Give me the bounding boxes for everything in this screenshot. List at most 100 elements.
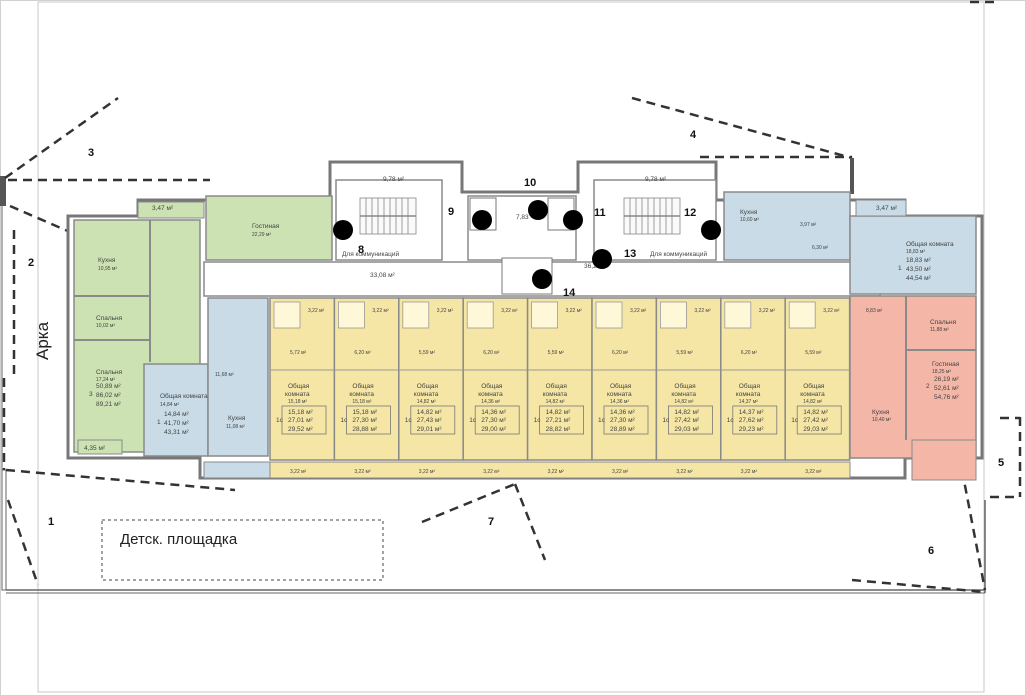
- unit-summary-box: [474, 405, 520, 435]
- green-bed1: Спальня: [96, 315, 123, 322]
- green-kitchen-area: 10,95 м²: [98, 266, 117, 272]
- unit-summary-box: [732, 405, 778, 435]
- unit-room-label: Общая: [288, 382, 310, 390]
- unit-hall: 5,59 м²: [676, 350, 693, 356]
- green-bed2-area: 17,24 м²: [96, 377, 115, 383]
- point-13-marker[interactable]: [592, 249, 612, 269]
- wall-stub: [850, 158, 854, 194]
- apt-blue-right[interactable]: [723, 191, 851, 261]
- unit-balcony-top: 3,22 м²: [694, 308, 711, 314]
- blue-left-rooms: 1: [157, 419, 161, 426]
- stair-right-area: 9,78 м²: [645, 176, 667, 183]
- unit-a3: 29,23 м²: [739, 426, 765, 433]
- site-line: [0, 176, 986, 594]
- comm-right-label: Для коммуникаций: [650, 250, 707, 258]
- point-11-marker[interactable]: [563, 210, 583, 230]
- unit-a1: 14,36 м²: [481, 409, 507, 416]
- stair-left-area: 9,78 м²: [383, 176, 405, 183]
- unit-room-label: Общая: [674, 382, 696, 390]
- zone-3[interactable]: 3: [88, 147, 94, 159]
- unit-room-area: 14,82 м²: [546, 399, 565, 405]
- unit-hall: 6,20 м²: [354, 350, 371, 356]
- unit-balcony-top: 3,22 м²: [308, 308, 325, 314]
- unit-room-area: 15,18 м²: [288, 399, 307, 405]
- unit-summary-box: [410, 405, 456, 435]
- zone-7[interactable]: 7: [488, 516, 494, 528]
- unit-room-label: Общая: [803, 382, 825, 390]
- point-10: 10: [524, 177, 536, 189]
- unit-room-label-2: комната: [543, 391, 568, 398]
- unit-balcony-bottom: 3,22 м²: [676, 469, 693, 475]
- site-boundary: [37, 1, 985, 693]
- zone-2[interactable]: 2: [28, 257, 34, 269]
- green-rooms: 3: [89, 391, 93, 398]
- point-10-marker[interactable]: [528, 200, 548, 220]
- balcony-bl-area: 4,35 м²: [84, 445, 106, 452]
- bathroom: [531, 301, 558, 329]
- zone-4[interactable]: 4: [690, 129, 697, 141]
- unit-a3: 29,03 м²: [803, 426, 829, 433]
- blue-right-room: Общая комната: [906, 240, 954, 248]
- unit-hall: 5,72 м²: [290, 350, 307, 356]
- playground[interactable]: Детск. площадка: [101, 519, 384, 581]
- unit-a1: 14,82 м²: [546, 409, 572, 416]
- apt-red[interactable]: [849, 295, 977, 459]
- unit-balcony-bottom: 3,22 м²: [805, 469, 822, 475]
- bathroom: [273, 301, 301, 329]
- point-14-marker[interactable]: [532, 269, 552, 289]
- unit-summary-box: [281, 405, 327, 435]
- zone-1[interactable]: 1: [48, 516, 54, 528]
- apt-blue-left-kitchen[interactable]: [207, 297, 269, 457]
- unit-room-area: 14,82 м²: [803, 399, 822, 405]
- zone-6[interactable]: 6: [928, 545, 934, 557]
- point-13: 13: [624, 248, 636, 260]
- zone-5[interactable]: 5: [998, 457, 1004, 469]
- unit-hall: 6,20 м²: [741, 350, 758, 356]
- apt-green-living[interactable]: [205, 195, 333, 261]
- unit-room-label-2: комната: [671, 391, 696, 398]
- unit-a1: 14,82 м²: [674, 409, 700, 416]
- unit-rooms: 1с: [791, 417, 799, 424]
- blue-left-a3: 43,31 м²: [164, 429, 190, 436]
- unit-room-label-2: комната: [800, 391, 825, 398]
- unit-room-label: Общая: [481, 382, 503, 390]
- bathroom: [337, 301, 365, 329]
- unit-a1: 14,36 м²: [610, 409, 636, 416]
- bathroom: [724, 301, 752, 329]
- blue-left-hall: 11,68 м²: [215, 372, 234, 378]
- unit-room-area: 14,37 м²: [739, 399, 758, 405]
- unit-rooms: 1с: [469, 417, 477, 424]
- zone-numbers: 1 2 3 4 5 6 7: [28, 129, 1004, 557]
- stairs-left: [359, 197, 417, 235]
- unit-room-area: 14,36 м²: [481, 399, 500, 405]
- apt-blue-left[interactable]: [143, 363, 209, 457]
- red-living-area: 18,25 м²: [932, 369, 951, 375]
- unit-a3: 28,89 м²: [610, 426, 636, 433]
- unit-balcony-bottom: 3,22 м²: [419, 469, 436, 475]
- blue-right-a1: 18,83 м²: [906, 257, 932, 264]
- green-a2: 86,02 м²: [96, 392, 122, 399]
- unit-a2: 27,42 м²: [674, 417, 700, 424]
- unit-a2: 27,30 м²: [610, 417, 636, 424]
- point-8-marker[interactable]: [333, 220, 353, 240]
- red-bed-area: 11,88 м²: [930, 327, 949, 333]
- unit-balcony-top: 3,22 м²: [372, 308, 389, 314]
- unit-balcony-top: 3,22 м²: [630, 308, 647, 314]
- point-12: 12: [684, 207, 696, 219]
- red-living: Гостиная: [932, 361, 960, 368]
- point-9-marker[interactable]: [472, 210, 492, 230]
- unit-rooms: 1с: [276, 417, 284, 424]
- unit-balcony-bottom: 3,22 м²: [741, 469, 758, 475]
- green-a1: 50,89 м²: [96, 383, 122, 390]
- red-bed: Спальня: [930, 319, 957, 326]
- point-9: 9: [448, 206, 454, 218]
- point-14: 14: [563, 287, 576, 299]
- unit-room-area: 14,36 м²: [610, 399, 629, 405]
- point-12-marker[interactable]: [701, 220, 721, 240]
- unit-room-label: Общая: [739, 382, 761, 390]
- red-kitchen: Кухня: [872, 409, 890, 416]
- unit-balcony-top: 3,22 м²: [437, 308, 454, 314]
- unit-rooms: 1с: [662, 417, 670, 424]
- unit-rooms: 1с: [340, 417, 348, 424]
